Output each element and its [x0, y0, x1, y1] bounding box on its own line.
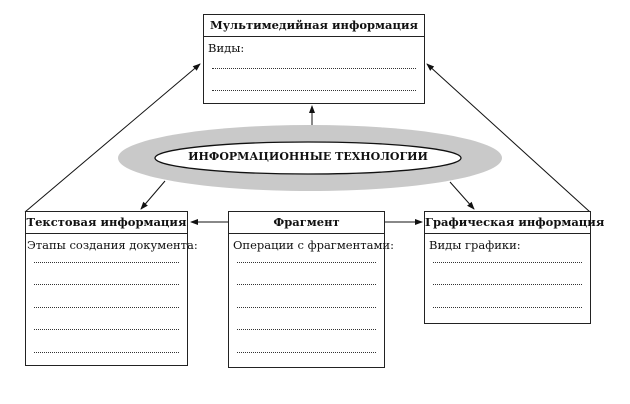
text-box: Текстовая информация Этапы создания доку…: [25, 211, 198, 366]
arrow-text-to-multimedia: [24, 63, 201, 213]
graphic-box: Графическая информация Виды графики:: [424, 211, 604, 324]
fragment-title: Фрагмент: [229, 212, 384, 234]
arrow-graphic-to-multimedia: [426, 63, 591, 213]
blank-line: [212, 68, 416, 69]
multimedia-label: Виды:: [208, 41, 245, 55]
text-title: Текстовая информация: [26, 212, 187, 234]
multimedia-box: Мультимедийная информация Виды:: [203, 14, 425, 104]
text-label: Этапы создания документа:: [27, 238, 198, 252]
arrow-to-graphic: [449, 181, 475, 210]
blank-line: [237, 307, 376, 308]
graphic-label: Виды графики:: [429, 238, 521, 252]
blank-line: [34, 329, 179, 330]
fragment-label: Операции с фрагментами:: [233, 238, 394, 252]
blank-line: [34, 262, 179, 263]
blank-line: [433, 284, 582, 285]
center-title: ИНФОРМАЦИОННЫЕ ТЕХНОЛОГИИ: [188, 150, 428, 163]
graphic-title: Графическая информация: [425, 212, 604, 234]
blank-line: [212, 90, 416, 91]
fragment-box: Фрагмент Операции с фрагментами:: [228, 211, 394, 368]
blank-line: [34, 352, 179, 353]
blank-line: [237, 329, 376, 330]
multimedia-title: Мультимедийная информация: [204, 15, 424, 37]
blank-line: [433, 262, 582, 263]
blank-line: [34, 284, 179, 285]
blank-line: [237, 262, 376, 263]
blank-line: [433, 307, 582, 308]
blank-line: [34, 307, 179, 308]
arrow-to-text: [140, 180, 166, 210]
blank-line: [237, 352, 376, 353]
blank-line: [237, 284, 376, 285]
center-ellipse: [154, 141, 462, 175]
